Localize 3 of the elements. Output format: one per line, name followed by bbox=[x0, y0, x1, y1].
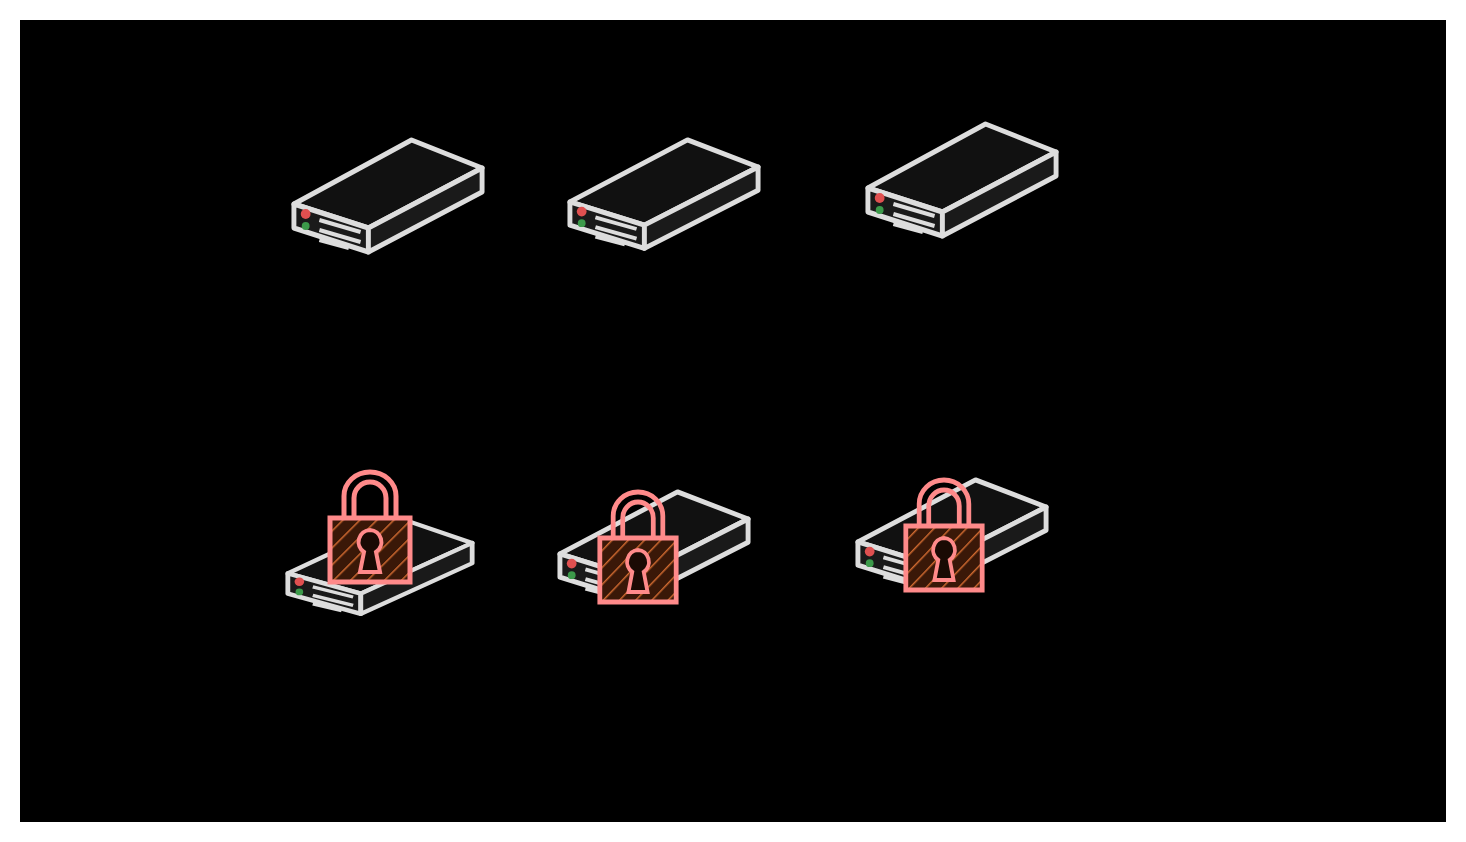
padlock-icon bbox=[596, 488, 680, 604]
padlock-icon bbox=[902, 476, 986, 592]
padlock-icon bbox=[326, 468, 414, 584]
